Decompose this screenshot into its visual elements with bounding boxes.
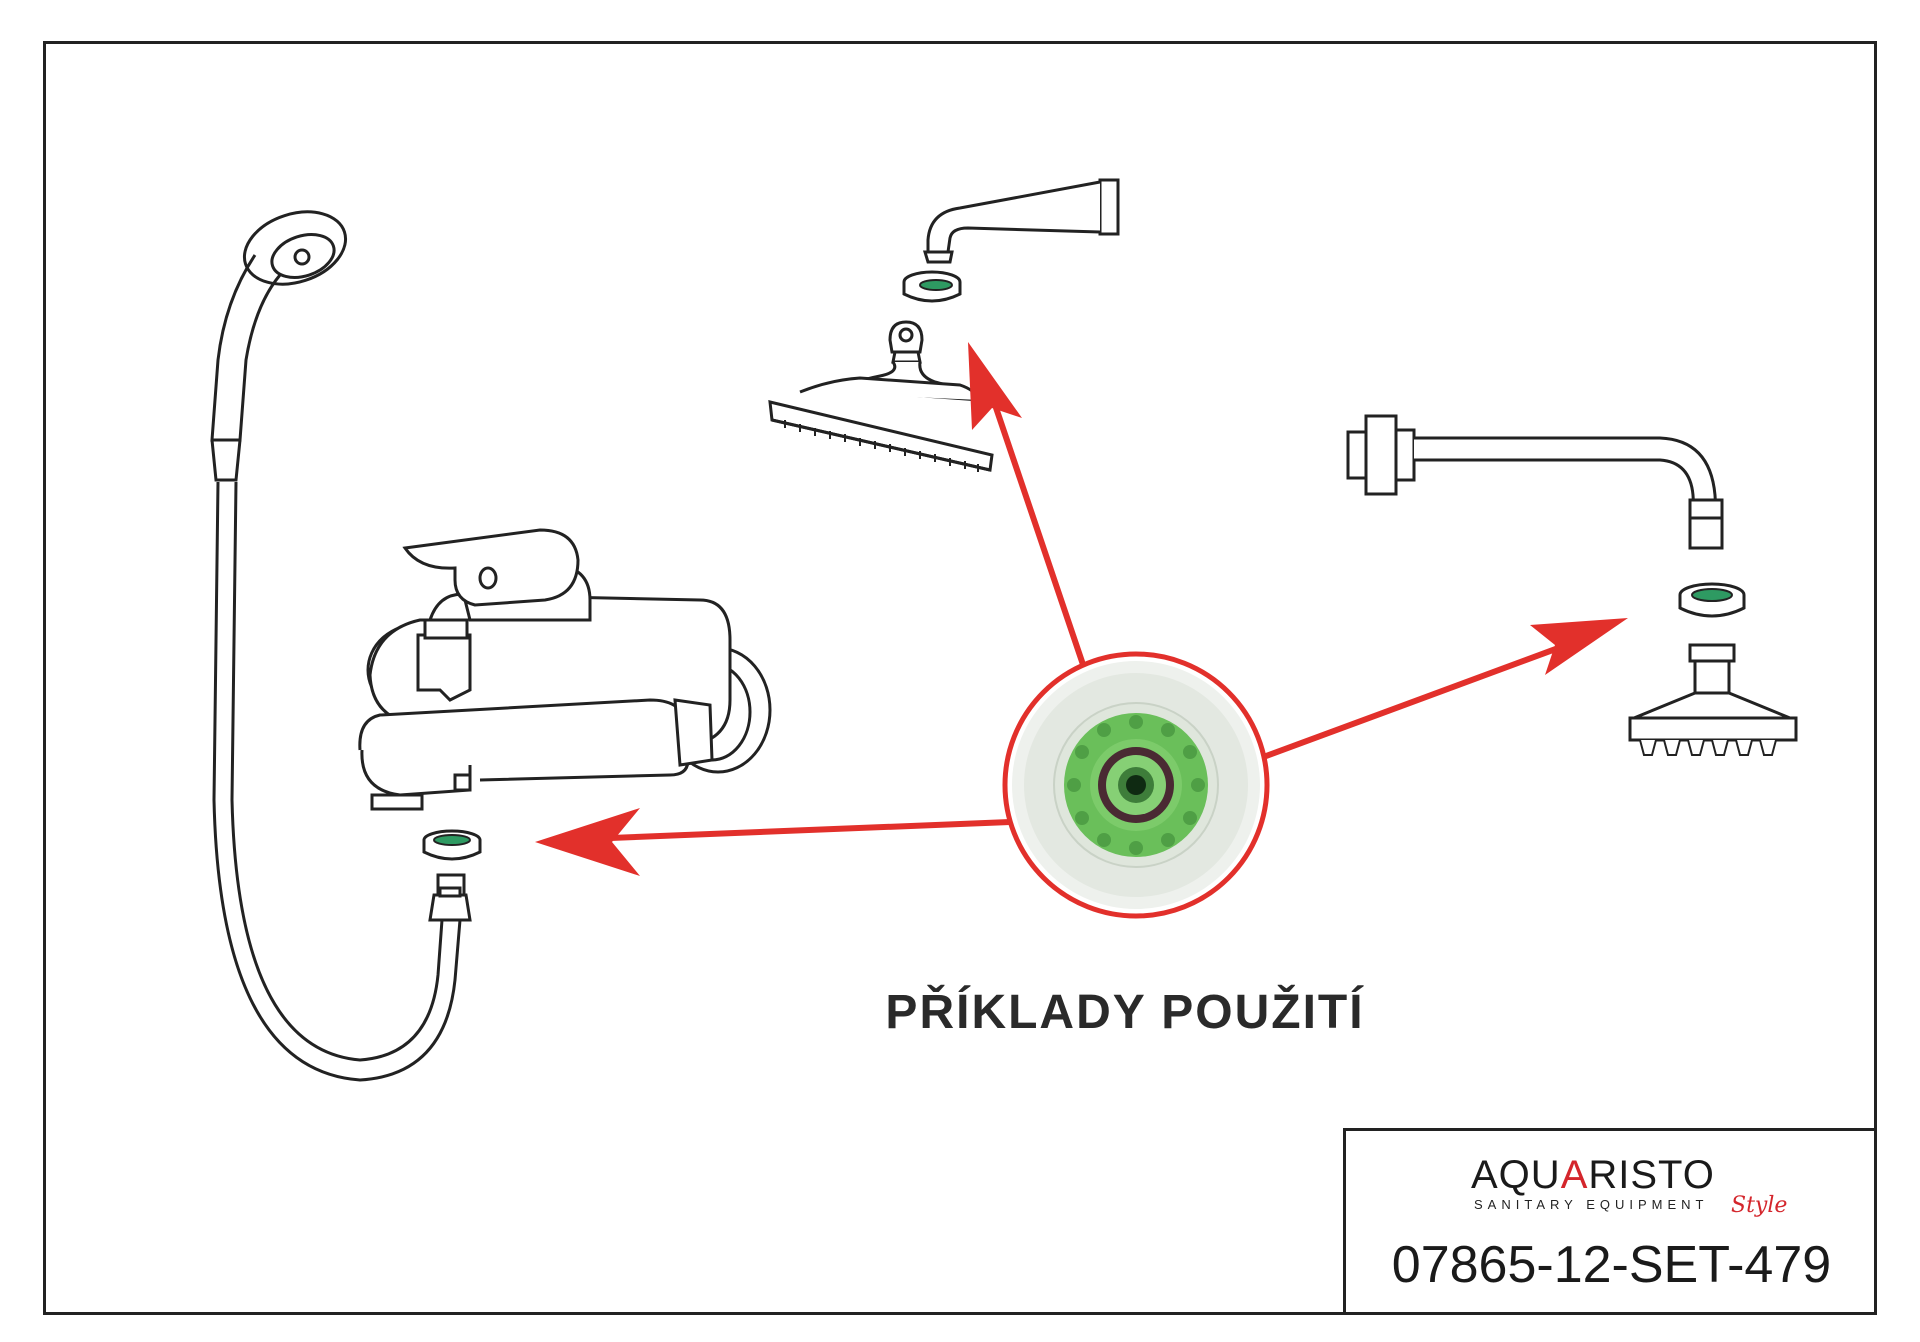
arrow-to-mixer xyxy=(559,819,1011,843)
bath-mixer-icon xyxy=(358,528,772,811)
arrow-to-rain-head xyxy=(987,389,1098,701)
hand-shower-icon xyxy=(210,210,472,1082)
washer-icon xyxy=(1678,582,1746,618)
washer-icon xyxy=(422,829,482,861)
flow-restrictor-icon xyxy=(1002,651,1270,919)
logo-part: RISTO xyxy=(1588,1153,1715,1197)
rain-shower-head-icon xyxy=(768,320,994,472)
arrow-head-rain-head xyxy=(968,342,1022,430)
logo-wordmark: AQUARISTO xyxy=(1471,1153,1715,1198)
arrow-head-shower-arm xyxy=(1530,618,1628,675)
usage-caption: PŘÍKLADY POUŽITÍ xyxy=(885,986,1365,1039)
product-code: 07865-12-SET-479 xyxy=(1391,1236,1832,1294)
logo-subtitle: SANITARY EQUIPMENT xyxy=(1474,1197,1709,1212)
logo-part: AQU xyxy=(1471,1153,1561,1197)
brand-logo: AQUARISTO SANITARY EQUIPMENT Style xyxy=(1346,1131,1877,1231)
usage-arrows xyxy=(535,342,1628,876)
shower-arm-icon xyxy=(1346,414,1724,550)
washer-icon xyxy=(902,270,962,303)
drawing-frame xyxy=(43,41,1877,1315)
modern-shower-head-icon xyxy=(1628,643,1798,756)
wall-spout-icon xyxy=(922,178,1120,264)
arrow-to-shower-arm xyxy=(1248,637,1582,765)
title-block: AQUARISTO SANITARY EQUIPMENT Style 07865… xyxy=(1343,1128,1877,1315)
logo-accent: A xyxy=(1560,1153,1589,1197)
arrow-head-mixer xyxy=(535,808,640,876)
logo-script: Style xyxy=(1731,1193,1788,1218)
